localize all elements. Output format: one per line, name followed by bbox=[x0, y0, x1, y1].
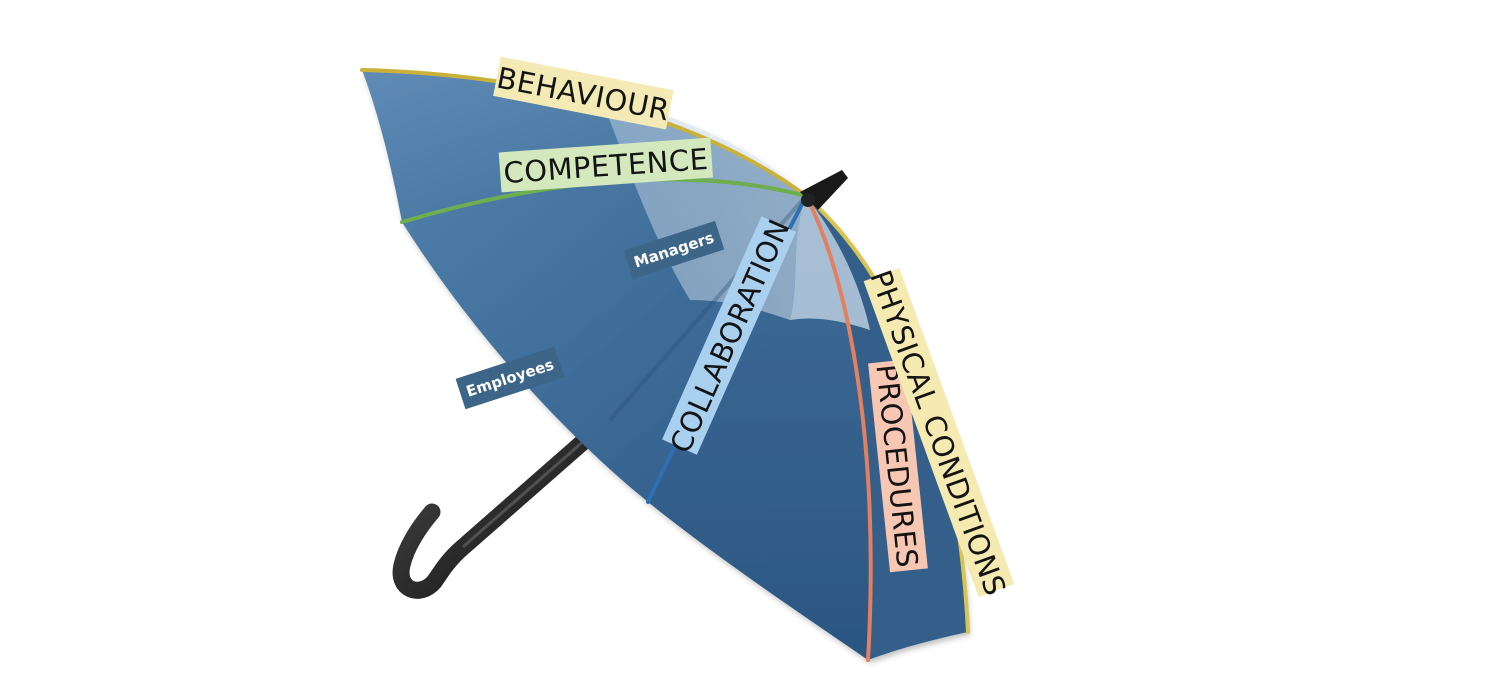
label-collaboration-bg bbox=[662, 216, 797, 455]
tag-managers-bg bbox=[623, 220, 725, 280]
umbrella-handle bbox=[392, 411, 617, 599]
label-procedures-bg bbox=[868, 359, 928, 573]
tag-employees-bg bbox=[455, 346, 565, 410]
rib-procedures bbox=[804, 194, 873, 662]
umbrella-tip bbox=[800, 170, 848, 210]
label-physical-conditions-bg bbox=[863, 268, 1015, 598]
label-behaviour-bg bbox=[493, 56, 674, 130]
label-competence-bg bbox=[498, 137, 713, 193]
